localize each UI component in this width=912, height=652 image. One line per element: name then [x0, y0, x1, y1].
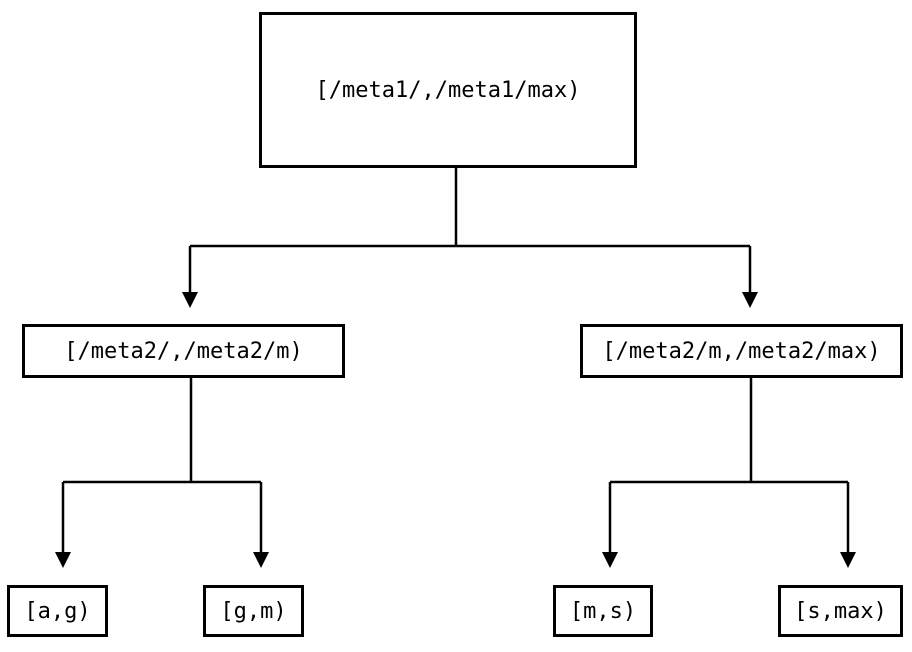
- tree-node-root-label: [/meta1/,/meta1/max): [315, 77, 581, 103]
- tree-node-leaf-gm-label: [g,m): [220, 598, 287, 624]
- arrowhead-down-icon: [182, 292, 198, 308]
- tree-node-leaf-smax-label: [s,max): [794, 598, 887, 624]
- tree-node-leaf-ag: [a,g): [7, 585, 108, 637]
- arrowhead-down-icon: [602, 552, 618, 568]
- tree-node-left-child: [/meta2/,/meta2/m): [22, 324, 345, 378]
- tree-node-leaf-ms-label: [m,s): [569, 598, 637, 624]
- tree-node-leaf-gm: [g,m): [203, 585, 304, 637]
- arrowhead-down-icon: [253, 552, 269, 568]
- tree-node-right-child-label: [/meta2/m,/meta2/max): [602, 338, 881, 364]
- tree-node-left-child-label: [/meta2/,/meta2/m): [64, 338, 303, 364]
- edge-left-to-leaves: [61, 377, 263, 553]
- tree-node-root: [/meta1/,/meta1/max): [259, 12, 637, 168]
- edge-root-to-children: [188, 167, 752, 293]
- edge-right-to-leaves: [608, 377, 850, 553]
- tree-node-leaf-ag-label: [a,g): [24, 598, 91, 624]
- tree-node-leaf-ms: [m,s): [553, 585, 653, 637]
- arrowhead-down-icon: [742, 292, 758, 308]
- arrowhead-down-icon: [840, 552, 856, 568]
- tree-node-right-child: [/meta2/m,/meta2/max): [580, 324, 903, 378]
- arrowhead-down-icon: [55, 552, 71, 568]
- tree-node-leaf-smax: [s,max): [778, 585, 903, 637]
